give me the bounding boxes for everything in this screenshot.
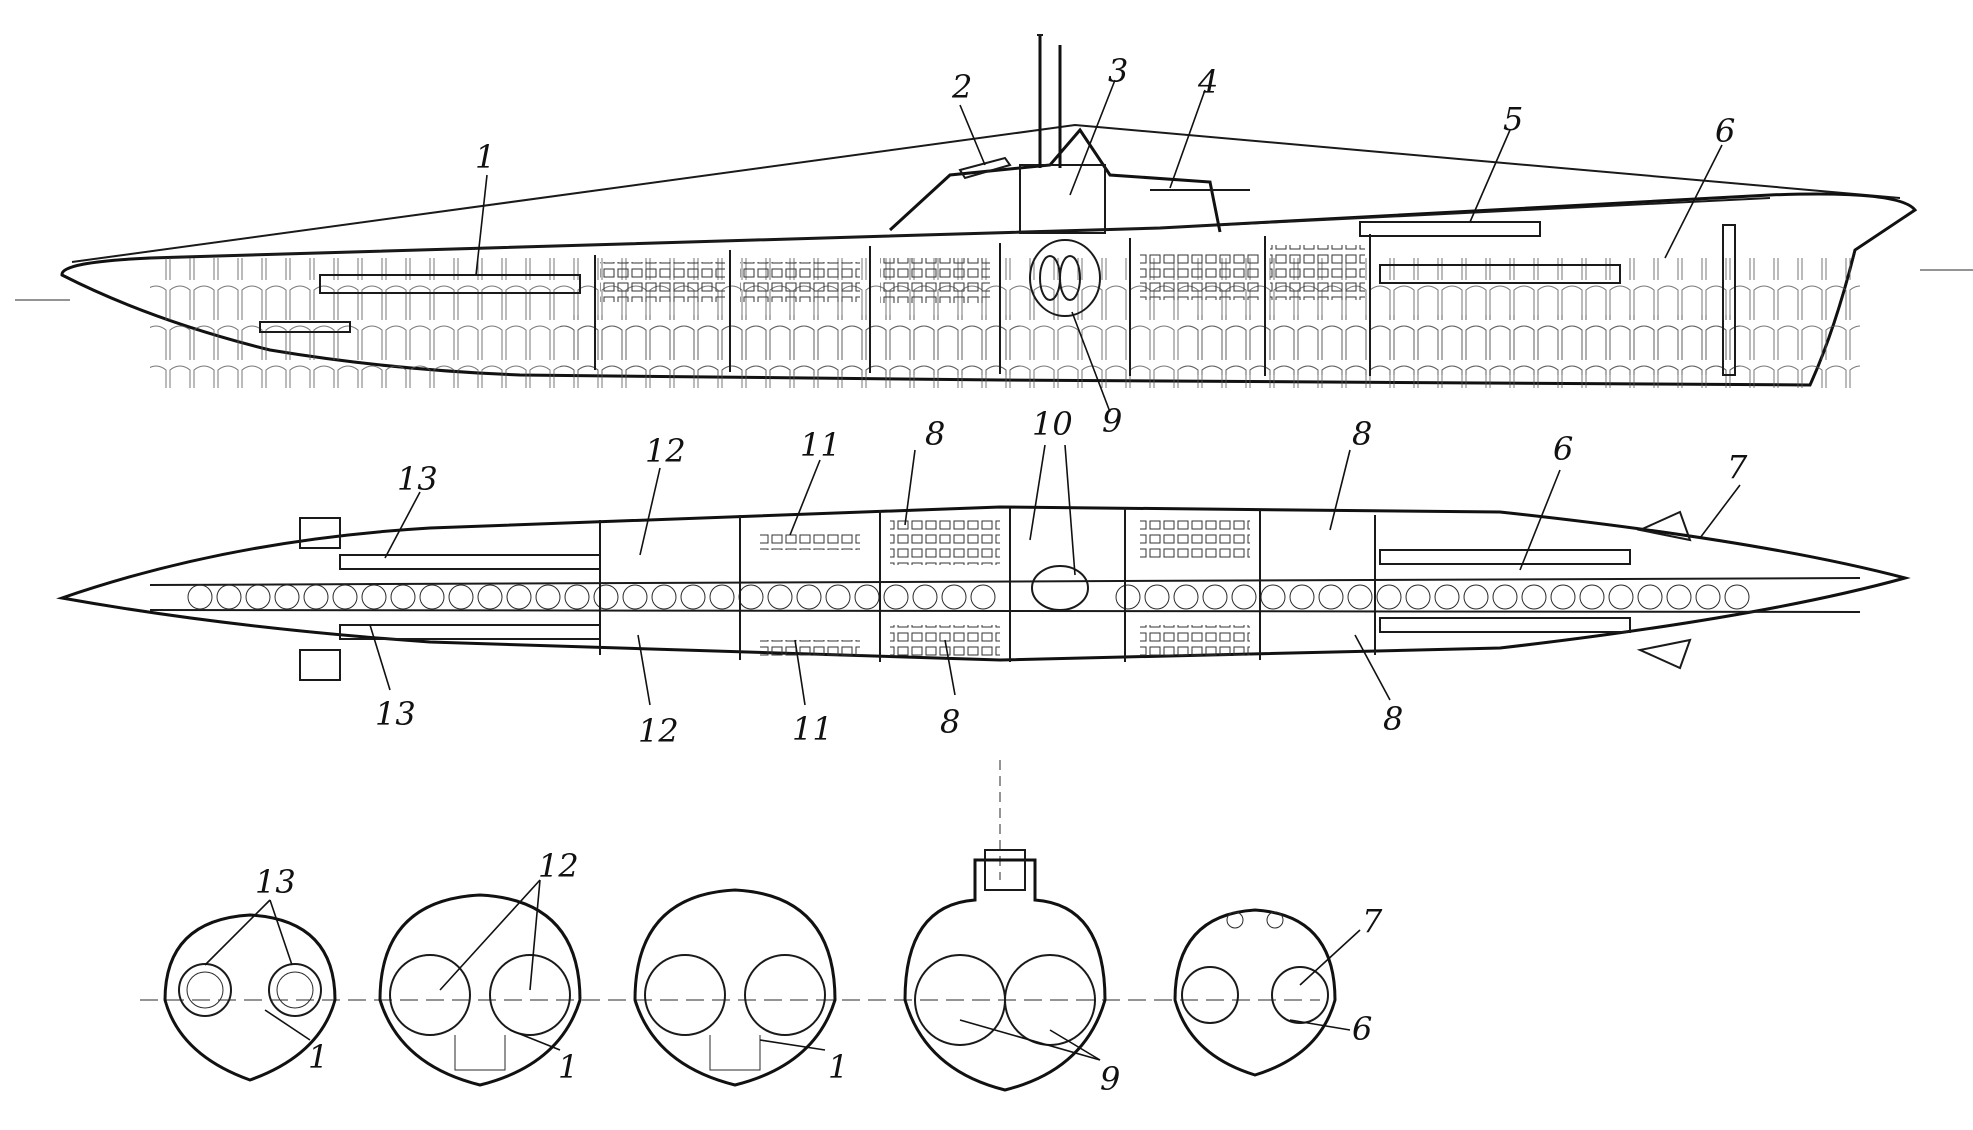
- callout-label: 11: [792, 710, 833, 748]
- callout-label: 9: [1100, 1060, 1120, 1098]
- tank-circle: [1434, 584, 1460, 610]
- tank-circle: [680, 584, 706, 610]
- callout-label: 8: [1352, 415, 1372, 453]
- tank-circle: [477, 584, 503, 610]
- tank-circle: [1492, 584, 1518, 610]
- callout-label: 7: [1727, 448, 1748, 486]
- tank-circle: [535, 584, 561, 610]
- tank-circle: [303, 584, 329, 610]
- callout-label: 5: [1503, 100, 1523, 138]
- tank-circle: [1260, 584, 1286, 610]
- leader-lines: [204, 79, 1741, 1061]
- tank-circle: [274, 584, 300, 610]
- callout-label: 11: [800, 426, 841, 464]
- callout-label: 1: [475, 138, 495, 176]
- tank-circle: [767, 584, 793, 610]
- side-elevation-view: [15, 34, 1973, 388]
- tank-circle: [390, 584, 416, 610]
- tank-circle: [1463, 584, 1489, 610]
- cross-section-3: [633, 888, 837, 1087]
- tank-circle: [361, 584, 387, 610]
- callout-label: 12: [538, 847, 579, 885]
- tank-circle: [564, 584, 590, 610]
- tank-circle: [1695, 584, 1721, 610]
- callout-label: 8: [940, 703, 960, 741]
- tank-circle: [941, 584, 967, 610]
- tank-circle: [1376, 584, 1402, 610]
- tank-circle: [709, 584, 735, 610]
- tank-circle: [1724, 584, 1750, 610]
- tank-circle: [738, 584, 764, 610]
- tank-circle: [593, 584, 619, 610]
- tank-circle: [825, 584, 851, 610]
- tank-circle: [1579, 584, 1605, 610]
- tank-circle: [1608, 584, 1634, 610]
- callout-label: 13: [375, 695, 416, 733]
- tank-circle: [1347, 584, 1373, 610]
- callout-label: 3: [1108, 52, 1128, 90]
- tank-circle: [332, 584, 358, 610]
- callout-label: 9: [1102, 402, 1122, 440]
- callout-label: 7: [1362, 902, 1383, 940]
- callout-label: 10: [1032, 405, 1073, 443]
- tank-circle: [1637, 584, 1663, 610]
- callout-label: 13: [255, 863, 296, 901]
- callout-label: 4: [1197, 63, 1218, 101]
- callout-label: 6: [1553, 430, 1573, 468]
- tank-circle: [970, 584, 996, 610]
- tank-circle: [1666, 584, 1692, 610]
- plan-view: [56, 505, 1911, 681]
- tank-circle: [1231, 584, 1257, 610]
- tank-circle: [419, 584, 445, 610]
- tank-circle: [506, 584, 532, 610]
- tank-circle: [1173, 584, 1199, 610]
- tank-circle: [883, 584, 909, 610]
- tank-circle: [1289, 584, 1315, 610]
- tank-circle: [448, 584, 474, 610]
- tank-circle: [1202, 584, 1228, 610]
- callout-label: 6: [1715, 112, 1735, 150]
- callout-labels: 1 2 3 4 5 6 9 13 12 11 8 10 8 6 7 13 12 …: [255, 52, 1748, 1098]
- tank-circle: [1521, 584, 1547, 610]
- callout-label: 12: [645, 432, 686, 470]
- callout-label: 8: [1383, 700, 1403, 738]
- tank-circle: [187, 584, 213, 610]
- tank-circle: [651, 584, 677, 610]
- callout-label: 6: [1352, 1010, 1372, 1048]
- tank-circle: [1144, 584, 1170, 610]
- tank-circle: [854, 584, 880, 610]
- tank-circle: [912, 584, 938, 610]
- callout-label: 1: [558, 1048, 578, 1086]
- callout-label: 12: [638, 712, 679, 750]
- callout-label: 2: [951, 68, 972, 106]
- callout-label: 1: [308, 1038, 328, 1076]
- tank-circle: [1550, 584, 1576, 610]
- tank-circle: [1318, 584, 1344, 610]
- cross-section-4: [903, 849, 1107, 1092]
- tank-circle: [796, 584, 822, 610]
- tank-circle: [1405, 584, 1431, 610]
- callout-label: 1: [828, 1048, 848, 1086]
- callout-label: 13: [397, 460, 438, 498]
- tank-circle: [245, 584, 271, 610]
- tank-circle: [1115, 584, 1141, 610]
- cross-section-5: [1173, 908, 1337, 1077]
- callout-label: 8: [925, 415, 945, 453]
- tank-circle: [216, 584, 242, 610]
- tank-circle: [622, 584, 648, 610]
- cross-section-2: [378, 893, 582, 1087]
